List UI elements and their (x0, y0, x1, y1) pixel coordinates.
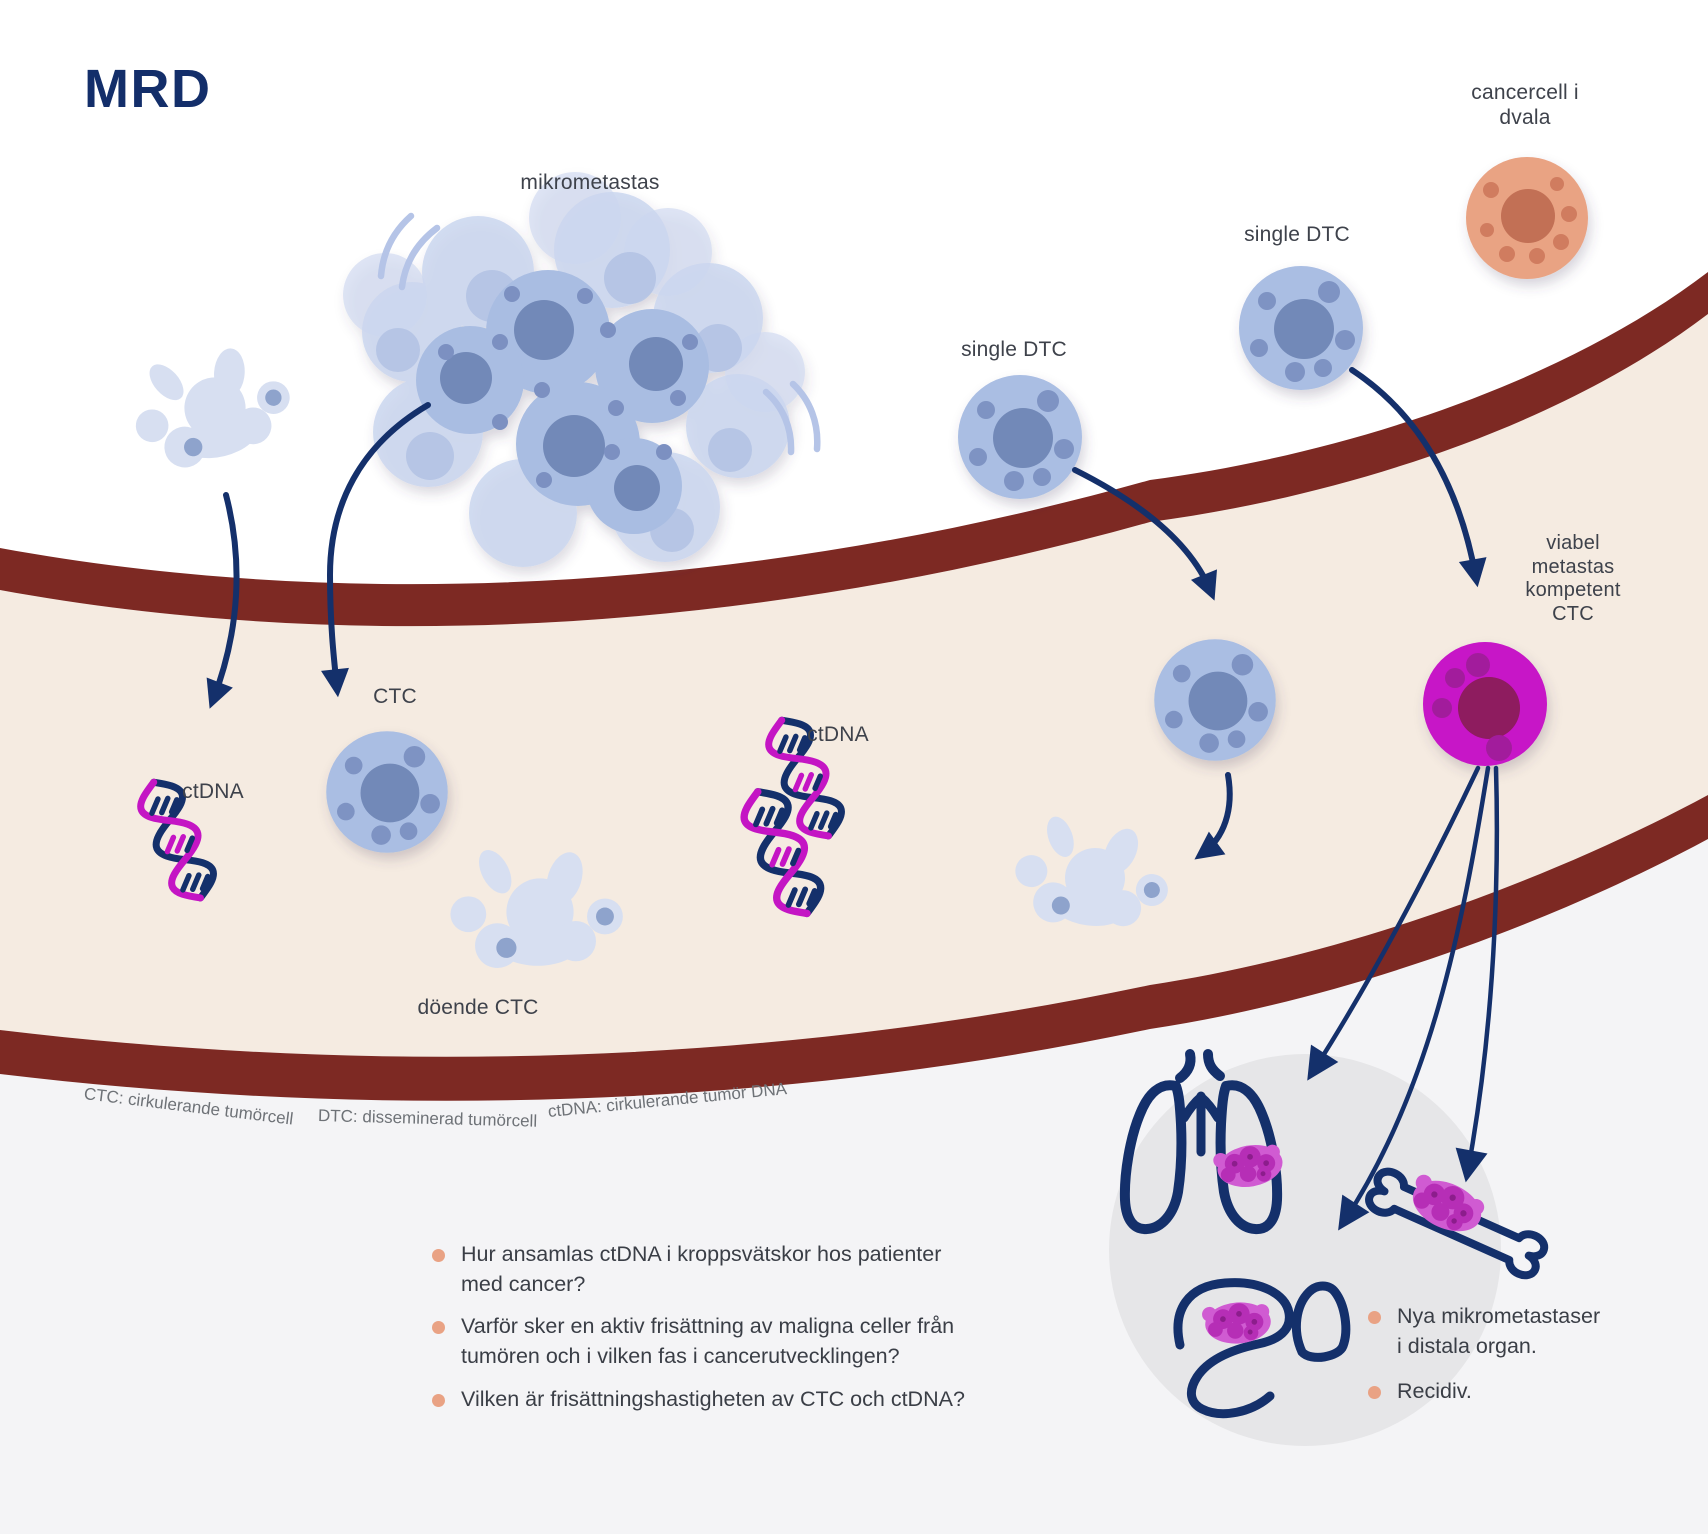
bullet-dot-icon (432, 1249, 445, 1262)
label-viable-ctc: viabel metastas kompetent CTC (1525, 532, 1621, 625)
arrow-dtc-to-viable-ctc (1349, 367, 1487, 588)
motion-arcs (377, 212, 821, 456)
arrow-viable-to-bone (1455, 765, 1500, 1183)
micrometastasis-cluster-icon (343, 172, 805, 567)
list-item: Nya mikrometastaser i distala organ. (1368, 1302, 1658, 1361)
single-dtc-cell-icon (1239, 266, 1363, 390)
outcome-text: Nya mikrometastaser i distala organ. (1397, 1304, 1601, 1358)
list-item: Hur ansamlas ctDNA i kroppsvätskor hos p… (432, 1240, 1012, 1299)
question-text: Hur ansamlas ctDNA i kroppsvätskor hos p… (461, 1242, 942, 1296)
label-mikrometastas: mikrometastas (520, 171, 660, 194)
bone-icon (1365, 1167, 1549, 1280)
question-text: Vilken är frisättningshastigheten av CTC… (461, 1386, 965, 1411)
list-item: Vilken är frisättningshastigheten av CTC… (432, 1385, 1012, 1415)
arrow-cell-to-dying (1194, 772, 1233, 860)
question-text: Varför sker en aktiv frisättning av mali… (461, 1314, 955, 1368)
arrow-tumor-to-ctc (321, 402, 431, 698)
page-title: MRD (84, 59, 212, 119)
viable-ctc-cell-icon (1423, 642, 1547, 766)
arrow-blob-to-ctdna (206, 492, 240, 709)
outcome-list: Nya mikrometastaser i distala organ. Rec… (1368, 1302, 1658, 1423)
single-dtc-cell-icon (958, 375, 1082, 499)
arrow-dtc-into-vessel (1072, 467, 1217, 601)
distal-organs-circle (1109, 1054, 1501, 1446)
ctc-cell-icon (326, 731, 448, 853)
bullet-dot-icon (1368, 1386, 1381, 1400)
vessel-wall-bottom (0, 795, 1708, 1101)
label-single-dtc: single DTC (961, 338, 1067, 361)
vessel-lumen (0, 314, 1708, 1057)
bullet-dot-icon (432, 1393, 445, 1407)
bullet-dot-icon (432, 1321, 445, 1335)
arrow-viable-to-liver (1338, 765, 1491, 1231)
dormant-cancer-cell-icon (1466, 157, 1588, 279)
label-dying-ctc: döende CTC (417, 996, 539, 1019)
intravascular-dtc-cell-icon (1154, 639, 1276, 761)
list-item: Recidiv. (1368, 1377, 1658, 1407)
label-dormant-cell: cancercell i dvala (1471, 81, 1579, 130)
liver-icon (1173, 1278, 1351, 1419)
fragmented-cell-blob-icon (120, 330, 301, 478)
bullet-dot-icon (1368, 1311, 1381, 1324)
outcome-text: Recidiv. (1397, 1379, 1472, 1404)
lungs-icon (1119, 1049, 1283, 1235)
vessel-wall-top (0, 272, 1708, 627)
list-item: Varför sker en aktiv frisättning av mali… (432, 1312, 1012, 1371)
arrow-viable-to-lungs (1307, 765, 1481, 1081)
label-ctdna: ctDNA (807, 723, 869, 746)
label-ctdna: ctDNA (182, 780, 244, 803)
label-single-dtc: single DTC (1244, 223, 1350, 246)
label-ctc: CTC (373, 685, 417, 708)
question-list: Hur ansamlas ctDNA i kroppsvätskor hos p… (432, 1240, 1012, 1427)
